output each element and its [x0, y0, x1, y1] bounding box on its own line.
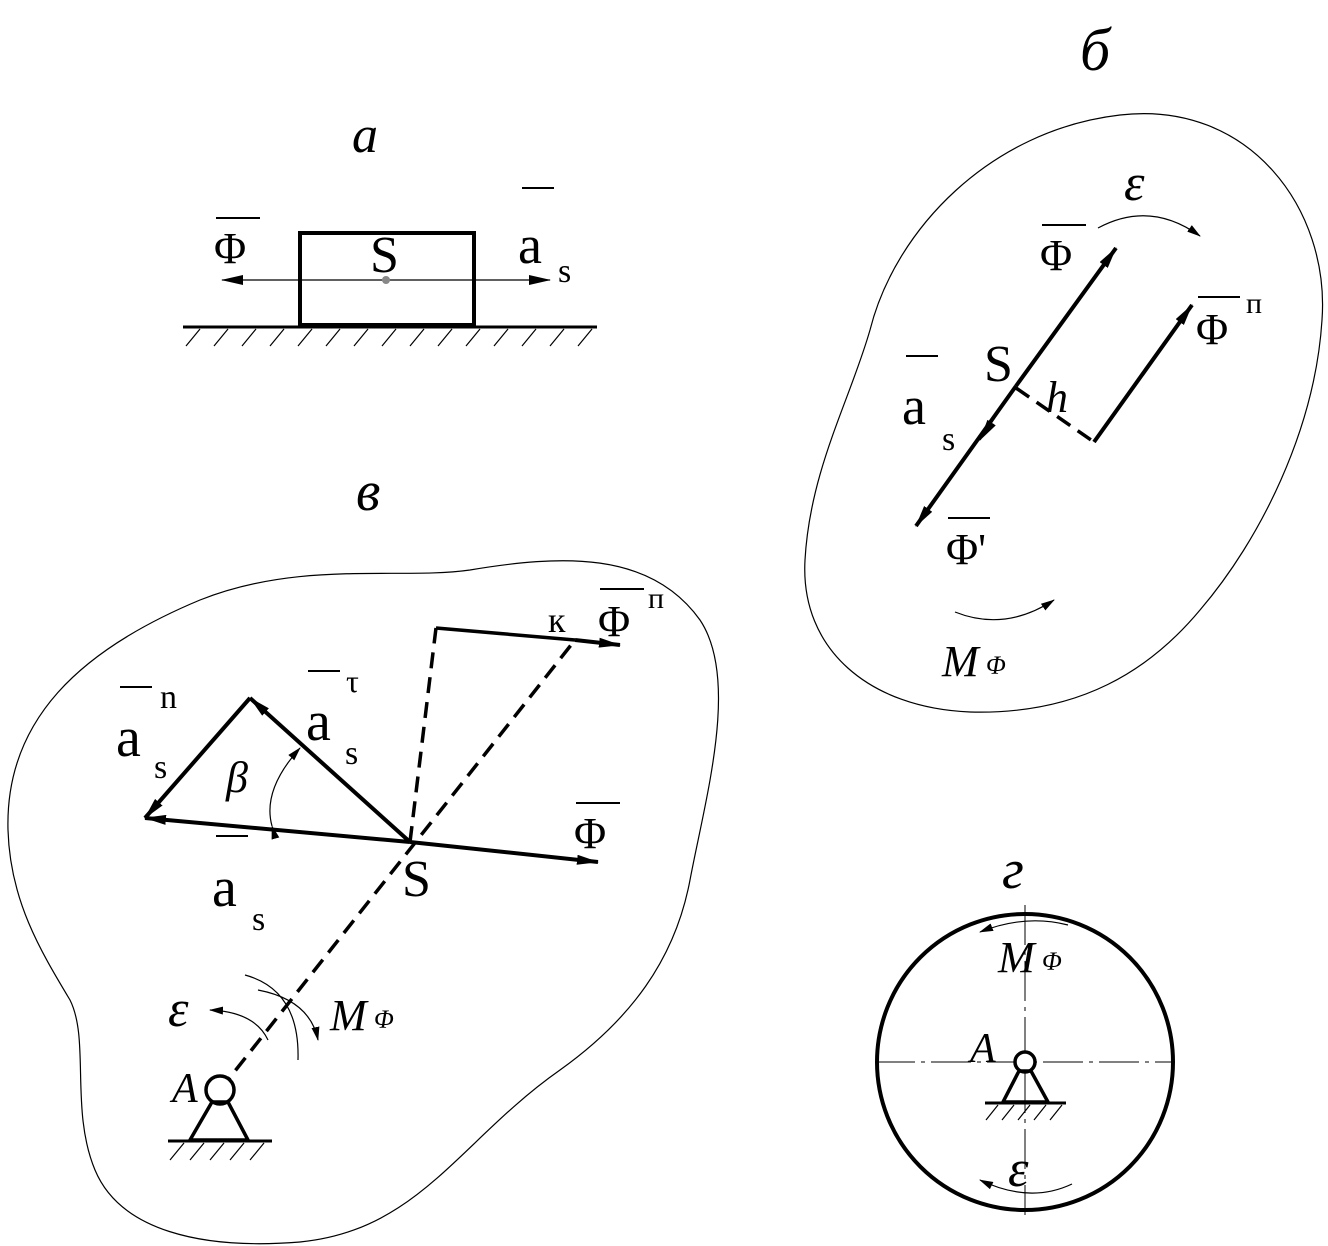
label-s: S — [402, 851, 431, 908]
label-at-sub: s — [345, 735, 358, 772]
as-resultant-arrow — [144, 814, 411, 844]
label-as-sub: s — [558, 253, 571, 290]
support-hatching — [985, 1104, 1063, 1121]
label-a: A — [169, 1066, 198, 1112]
moment-arc-arrow — [257, 989, 320, 1041]
moment-arc-arrow — [979, 920, 1069, 933]
ground-hatching — [185, 328, 593, 347]
panel-a-title: а — [352, 107, 378, 164]
as-short-arrow — [979, 385, 1017, 441]
panel-a: а Φ S a s — [183, 107, 597, 347]
panel-v-title: в — [356, 461, 380, 523]
label-eps: ε — [1124, 155, 1145, 212]
label-an-sub: s — [154, 749, 167, 786]
block-body — [298, 231, 476, 327]
label-eps: ε — [1008, 1141, 1029, 1198]
label-phi-p-sup: п — [648, 582, 664, 615]
pivot-joint — [1013, 1050, 1037, 1074]
label-as-sub: s — [252, 901, 265, 938]
label-m-sub: Φ — [374, 1005, 394, 1034]
label-m-sub: Φ — [1042, 947, 1062, 976]
label-beta: β — [225, 753, 248, 802]
body-outline — [7, 560, 720, 1245]
label-phi: Φ — [1040, 231, 1072, 280]
mass-center-dot — [382, 276, 390, 284]
moment-arc — [244, 974, 299, 1061]
panel-b-title: б — [1080, 17, 1112, 83]
phi-arrow — [1014, 246, 1118, 388]
label-as-sub: s — [942, 421, 955, 458]
phi-p-arrow — [1092, 303, 1194, 444]
label-an-sup: n — [160, 679, 177, 716]
label-m-main: M — [329, 991, 369, 1040]
label-phi: Φ — [214, 224, 246, 273]
label-eps: ε — [168, 981, 189, 1038]
label-h: h — [1046, 373, 1068, 422]
pivot-support — [186, 1100, 251, 1142]
epsilon-arc-arrow — [1097, 215, 1201, 237]
label-k: к — [548, 600, 566, 640]
label-s: S — [984, 336, 1013, 393]
label-at-sup: τ — [346, 663, 359, 699]
panel-v: в a s n a s τ — [7, 461, 720, 1245]
label-at-main: a — [306, 691, 331, 753]
label-phi-p-main: Φ — [1196, 305, 1228, 354]
label-phi: Φ — [574, 809, 606, 858]
label-as-main: a — [518, 215, 542, 275]
label-m-main: M — [997, 933, 1037, 982]
label-as-main: a — [902, 376, 926, 436]
epsilon-arc-arrow — [979, 1179, 1073, 1194]
epsilon-arc-arrow — [209, 1006, 269, 1041]
moment-arc-arrow — [954, 599, 1055, 621]
pivot-joint — [204, 1074, 236, 1106]
label-an-main: a — [116, 707, 141, 769]
panel-b: б ε Φ Φ п S h a s Φ' M Φ — [804, 17, 1324, 713]
dashed-line-s-top — [408, 627, 438, 843]
label-s: S — [370, 227, 399, 284]
panel-g-title: г — [1002, 839, 1024, 901]
label-phi-prime: Φ' — [946, 525, 986, 574]
label-phi-p-sup: п — [1246, 287, 1262, 320]
panel-g: г M Φ A ε — [875, 839, 1175, 1215]
phi-p-arrow — [574, 637, 621, 648]
label-m-main: M — [941, 637, 981, 686]
label-as-main: a — [212, 857, 237, 919]
support-hatching — [169, 1142, 265, 1161]
label-m-sub: Φ — [986, 651, 1006, 680]
body-outline — [804, 113, 1324, 713]
phi-prime-arrow — [914, 384, 1018, 528]
at-arrow — [248, 696, 412, 844]
label-phi-p-main: Φ — [598, 597, 630, 646]
phi-arrow — [409, 840, 599, 865]
dashed-line-a-k — [218, 638, 577, 1092]
beta-arc — [269, 747, 301, 840]
an-arrow — [143, 696, 252, 820]
top-segment — [435, 626, 576, 642]
label-a: A — [967, 1026, 996, 1072]
h-dashed-line — [1015, 386, 1095, 444]
